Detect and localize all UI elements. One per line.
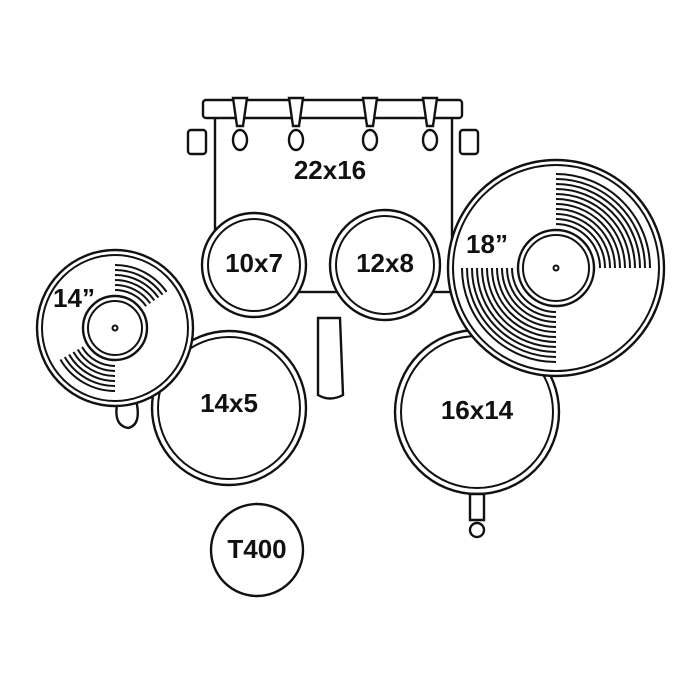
- bass-pedal: [316, 316, 345, 400]
- cymbal-center-hole: [111, 324, 119, 332]
- tension-lug: [231, 96, 249, 128]
- cymbal-groove: [476, 267, 557, 348]
- tom-12x8: 12x8: [328, 208, 442, 322]
- cymbal-bell-inner: [522, 234, 590, 302]
- cymbal-groove: [555, 178, 646, 269]
- cymbal-groove: [555, 223, 601, 269]
- cymbal-groove: [114, 289, 147, 307]
- cymbal-groove: [491, 267, 557, 333]
- crash-cymbal-label: 18”: [466, 229, 508, 259]
- cymbal-groove: [114, 264, 168, 293]
- cymbal-groove: [506, 267, 557, 318]
- cymbal-center-hole: [552, 264, 560, 272]
- cymbal-groove: [555, 183, 641, 269]
- cymbal-groove: [555, 203, 621, 269]
- tension-lug: [287, 96, 305, 128]
- model-badge-label: T400: [227, 534, 286, 564]
- cymbal-groove: [114, 269, 164, 296]
- tension-lug: [361, 96, 379, 128]
- floor-tom-label: 16x14: [441, 395, 514, 425]
- bass-drum-label: 22x16: [294, 155, 366, 185]
- mount-clamp-left: [186, 128, 208, 156]
- cymbal-groove: [114, 274, 160, 299]
- snare-label: 14x5: [200, 388, 258, 418]
- cymbal-groove: [81, 346, 116, 367]
- cymbal-groove: [466, 267, 557, 358]
- cymbal-groove: [76, 348, 116, 372]
- claw-hook: [421, 128, 439, 152]
- cymbal-groove: [501, 267, 557, 323]
- cymbal-groove: [63, 356, 116, 387]
- cymbal-groove: [555, 218, 606, 269]
- claw-hook: [231, 128, 249, 152]
- cymbal-groove: [555, 173, 651, 269]
- tom-10x7: 10x7: [200, 211, 308, 319]
- cymbal-bell: [81, 294, 149, 362]
- cymbal-groove: [481, 267, 557, 343]
- cymbal-groove: [114, 284, 152, 304]
- cymbal-groove: [72, 351, 116, 377]
- cymbal-bell-inner: [87, 300, 143, 356]
- cymbal-groove: [68, 353, 116, 382]
- cymbal-groove: [511, 267, 557, 313]
- cymbal-groove: [114, 279, 156, 302]
- cymbal-groove: [555, 213, 611, 269]
- cymbal-groove: [555, 208, 616, 269]
- cymbal-groove: [555, 193, 631, 269]
- tom-10x7-label: 10x7: [225, 248, 283, 278]
- cymbal-rim: [41, 254, 189, 402]
- claw-hook: [361, 128, 379, 152]
- cymbal-groove: [59, 358, 116, 392]
- cymbal-groove: [471, 267, 557, 353]
- cymbal-groove: [461, 267, 557, 363]
- tom-12x8-label: 12x8: [356, 248, 414, 278]
- crash-cymbal: [446, 158, 666, 378]
- hihat-cymbal: [35, 248, 195, 430]
- hihat-cymbal-label: 14”: [53, 283, 95, 313]
- cymbal-groove: [555, 188, 636, 269]
- tension-lug: [421, 96, 439, 128]
- cymbal-groove: [496, 267, 557, 328]
- cymbal-rim: [452, 164, 660, 372]
- cymbal-groove: [555, 198, 626, 269]
- cymbal-groove: [486, 267, 557, 338]
- snare-drum: 14x5: [150, 329, 308, 487]
- cymbal-bell: [516, 228, 596, 308]
- model-badge: T400: [209, 502, 305, 598]
- mount-clamp-right: [458, 128, 480, 156]
- claw-hook: [287, 128, 305, 152]
